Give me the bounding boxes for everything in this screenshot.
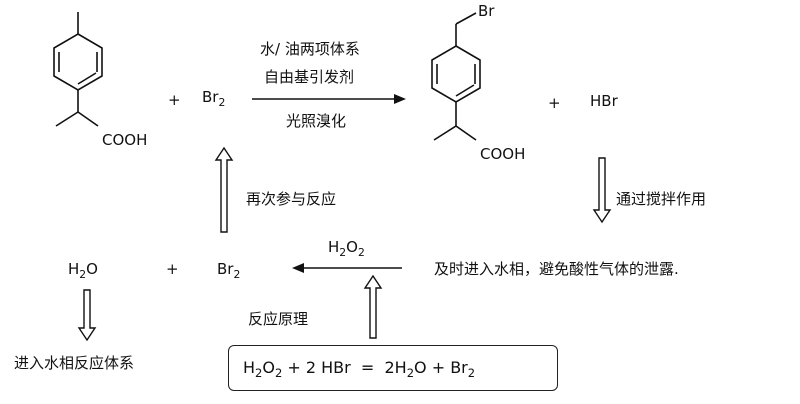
reaction-arrow — [252, 94, 406, 104]
stirring-note: 通过搅拌作用 — [616, 190, 707, 208]
reenter-up-arrow — [214, 146, 234, 233]
stirring-down-arrow — [592, 157, 612, 224]
principle-equation-box: H2O2 + 2 HBr = 2H2O + Br2 — [228, 345, 558, 391]
principle-up-arrow — [363, 274, 383, 339]
plus-sign-1: + — [168, 91, 181, 109]
reenter-note: 再次参与反应 — [246, 190, 337, 208]
product-molecule — [431, 12, 481, 141]
condition-line-1: 水/ 油两项体系 — [260, 40, 360, 58]
peroxide-label: H2O2 — [328, 238, 365, 259]
plus-sign-3: + — [166, 260, 179, 278]
water-label: H2O — [68, 260, 98, 281]
product-bromo-label: Br — [478, 2, 495, 20]
condition-line-2: 自由基引发剂 — [264, 68, 355, 86]
hbr-byproduct: HBr — [590, 92, 618, 110]
aqueous-note: 及时进入水相，避免酸性气体的泄露. — [434, 260, 679, 278]
reactant-molecule — [53, 12, 103, 127]
product-acid-label: COOH — [480, 145, 526, 163]
principle-equation: H2O2 + 2 HBr = 2H2O + Br2 — [243, 358, 476, 381]
bromine-reagent: Br2 — [202, 88, 226, 109]
enter-aqueous-note: 进入水相反应体系 — [14, 354, 135, 372]
bromine-regenerated: Br2 — [217, 260, 241, 281]
plus-sign-2: + — [548, 94, 561, 112]
peroxide-left-arrow — [292, 263, 402, 273]
reactant-acid-label: COOH — [102, 131, 148, 149]
condition-line-3: 光照溴化 — [286, 112, 347, 130]
water-down-arrow — [77, 289, 97, 342]
principle-note: 反应原理 — [248, 310, 309, 328]
